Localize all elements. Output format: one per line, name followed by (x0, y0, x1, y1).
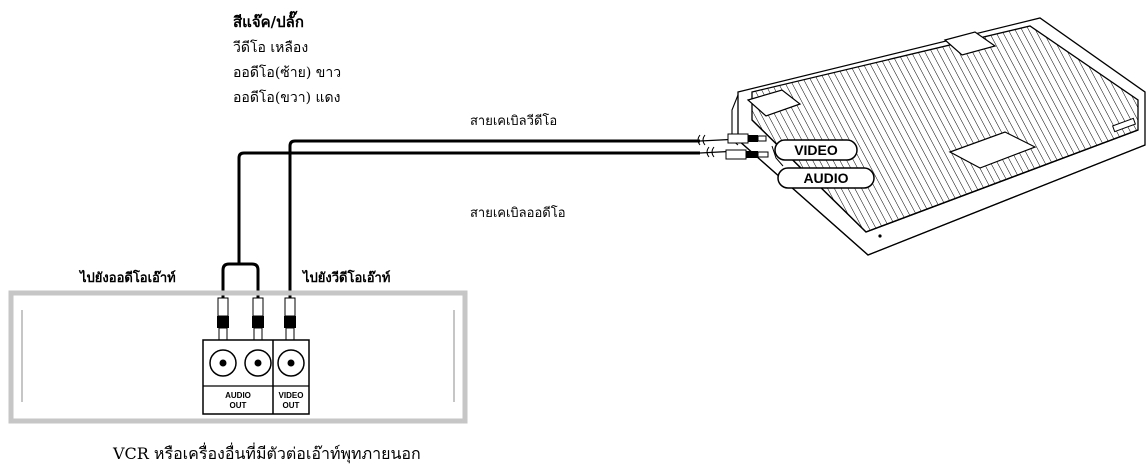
legend-video-yellow: วีดีโอ เหลือง (233, 40, 309, 56)
vcr-body (8, 290, 468, 424)
color-legend-title: สีแจ๊ค/ปลั๊ก (233, 13, 304, 31)
audio-out-label-line2: OUT (230, 401, 247, 410)
video-port-callout (774, 139, 858, 161)
video-out-label-line1: VIDEO (279, 391, 304, 400)
audio-out-label-line1: AUDIO (225, 391, 251, 400)
audio-cable-label: สายเคเบิลออดีโอ (470, 206, 566, 221)
legend-audio-right-red: ออดีโอ(ขวา) แดง (233, 90, 341, 106)
vcr-video-plug (284, 297, 296, 341)
video-out-label-line2: OUT (283, 401, 300, 410)
laptop (731, 17, 1146, 256)
audio-port-callout (777, 167, 875, 189)
vcr-audio-right-plug (252, 297, 264, 341)
cable-break-marks (697, 134, 715, 158)
video-cable-label: สายเคเบิลวีดีโอ (470, 114, 558, 129)
laptop-audio-plug (725, 149, 769, 160)
vcr-jack-panel: AUDIO OUT VIDEO OUT (202, 339, 310, 415)
to-video-out-label: ไปยังวีดีโอเอ๊าท์ (303, 271, 391, 286)
audio-splitter (221, 262, 260, 300)
vcr-caption: VCR หรือเครื่องอื่นที่มีตัวต่อเอ๊าท์พุทภ… (113, 444, 421, 463)
audio-port-label: AUDIO (803, 170, 848, 186)
vcr-audio-left-plug (217, 297, 229, 341)
video-port-label: VIDEO (794, 142, 838, 158)
legend-audio-left-white: ออดีโอ(ซ้าย) ขาว (233, 65, 342, 81)
to-audio-out-label: ไปยังออดีโอเอ๊าท์ (80, 271, 176, 286)
laptop-video-plug (727, 133, 767, 144)
